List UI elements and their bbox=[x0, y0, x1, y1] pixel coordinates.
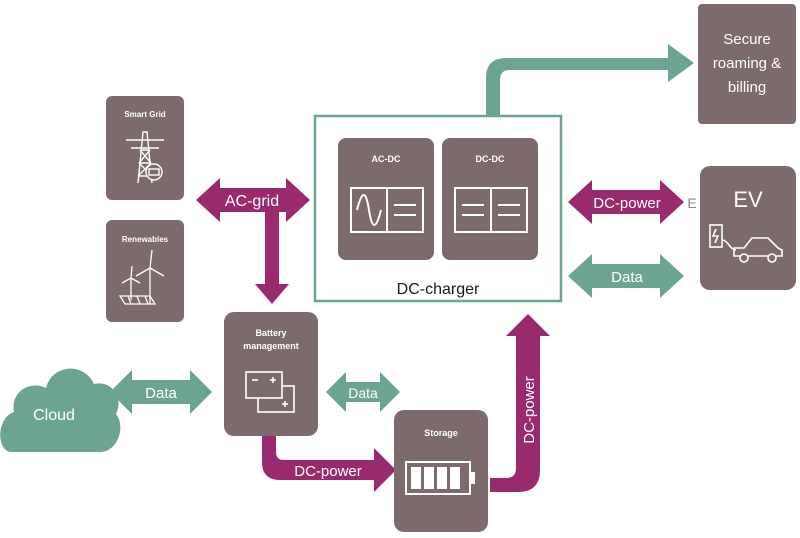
ac-grid-arrow: AC-grid bbox=[196, 178, 310, 222]
data-storage-arrow: Data bbox=[326, 372, 400, 412]
secure-roaming-line-1: Secure bbox=[723, 31, 771, 48]
ac-dc-box: AC-DC bbox=[338, 138, 434, 260]
power-pylon-meter-icon bbox=[126, 131, 164, 184]
dc-dc-converter-icon bbox=[454, 187, 528, 233]
dc-power-vertical-arrow: DC-power bbox=[490, 314, 550, 492]
battery-management-box: Battery management bbox=[224, 312, 318, 436]
secure-roaming-line-2: roaming & bbox=[713, 55, 781, 72]
ac-grid-label: AC-grid bbox=[225, 193, 279, 210]
storage-label: Storage bbox=[424, 428, 458, 438]
dc-power-ev-tag: E bbox=[687, 195, 696, 211]
ac-grid-to-battery-arrow bbox=[255, 212, 289, 304]
dc-dc-box: DC-DC bbox=[442, 138, 538, 260]
battery-pack-icon bbox=[245, 371, 295, 413]
ev-box: EV bbox=[700, 166, 796, 290]
dc-power-ev-arrow: DC-power E bbox=[568, 180, 697, 224]
renewables-label: Renewables bbox=[122, 235, 169, 244]
renewables-box: Renewables bbox=[106, 220, 184, 322]
data-arrow-to-roaming bbox=[486, 44, 694, 118]
ac-dc-label: AC-DC bbox=[372, 154, 401, 164]
secure-roaming-line-3: billing bbox=[728, 79, 766, 96]
data-storage-label: Data bbox=[348, 385, 378, 401]
battery-management-line-1: Battery bbox=[255, 328, 286, 338]
dc-power-bottom-arrow: DC-power bbox=[262, 436, 396, 492]
ev-label: EV bbox=[733, 187, 763, 212]
battery-level-icon bbox=[405, 461, 475, 495]
battery-management-line-2: management bbox=[243, 341, 299, 351]
dc-charger-label: DC-charger bbox=[397, 281, 480, 298]
dc-power-bottom-label: DC-power bbox=[294, 463, 362, 480]
dc-power-vertical-label: DC-power bbox=[521, 376, 538, 444]
dc-power-ev-label: DC-power bbox=[593, 195, 661, 212]
dc-dc-label: DC-DC bbox=[476, 154, 505, 164]
data-cloud-label: Data bbox=[145, 385, 177, 402]
smart-grid-box: Smart Grid bbox=[106, 96, 184, 200]
storage-box: Storage bbox=[394, 410, 488, 532]
smart-grid-label: Smart Grid bbox=[124, 110, 165, 119]
cloud-label: Cloud bbox=[33, 407, 75, 424]
cloud-shape: Cloud bbox=[0, 368, 121, 452]
data-ev-label: Data bbox=[611, 269, 643, 286]
data-cloud-arrow: Data bbox=[110, 370, 212, 414]
electric-car-icon bbox=[709, 224, 783, 263]
wind-solar-icon bbox=[118, 249, 165, 305]
secure-roaming-box: Secure roaming & billing bbox=[698, 4, 796, 124]
ac-dc-converter-icon bbox=[350, 187, 424, 233]
data-ev-arrow: Data bbox=[568, 254, 684, 298]
